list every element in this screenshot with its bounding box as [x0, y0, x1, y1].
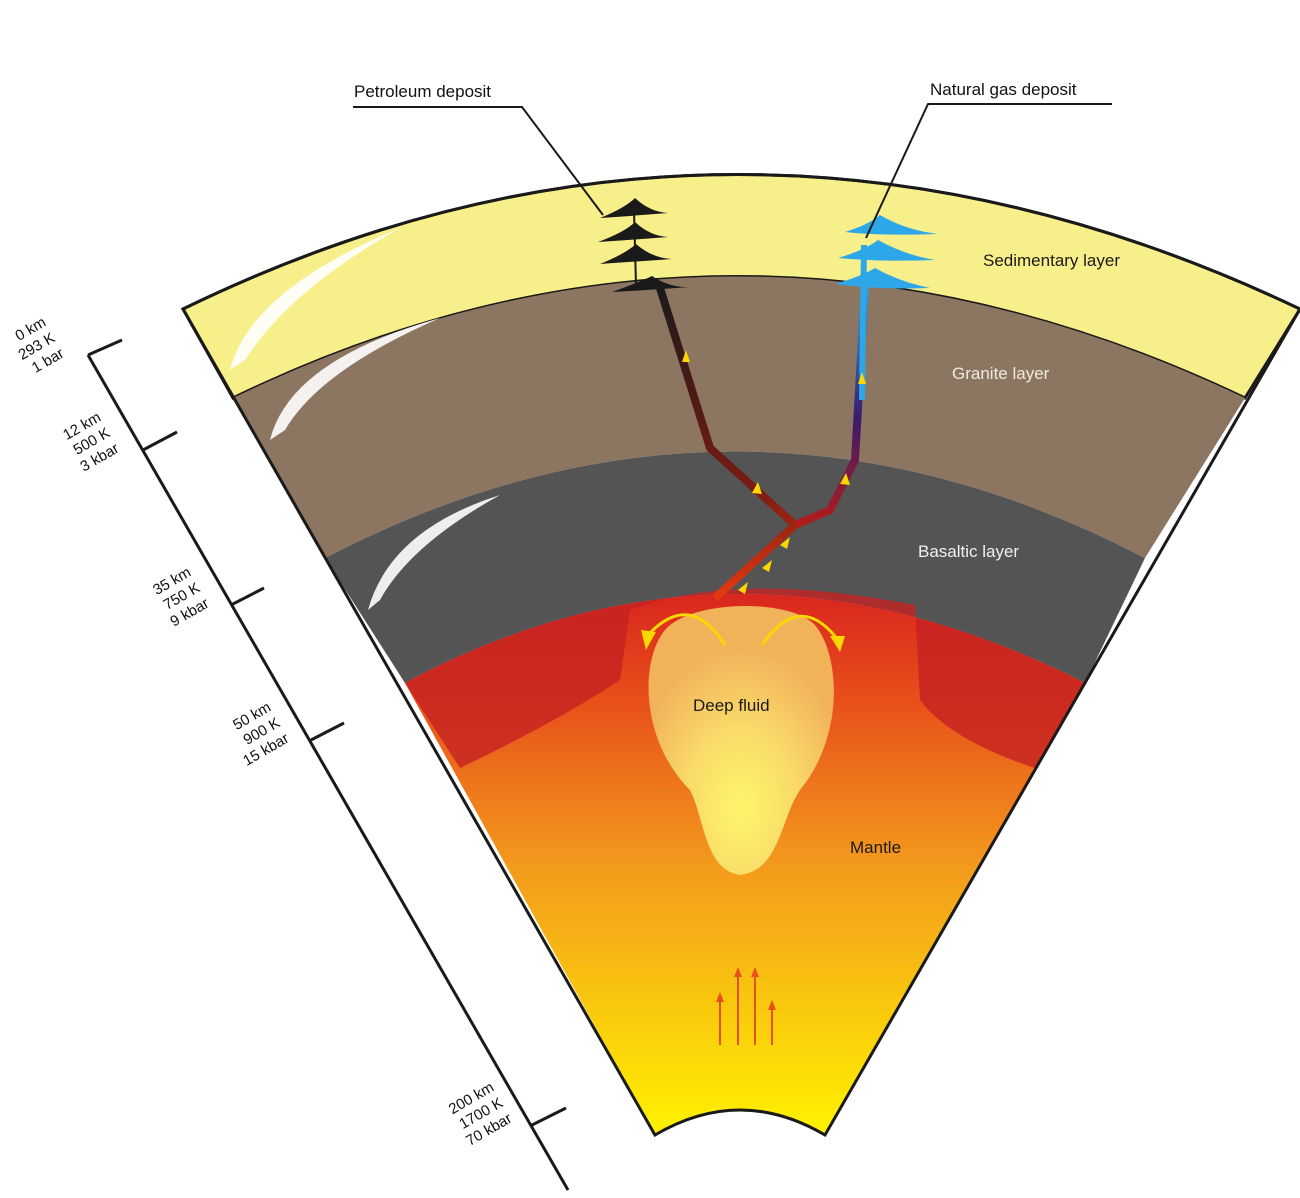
depth-scale-label-12: 12 km 500 K 3 kbar	[60, 409, 122, 476]
depth-tick-0	[87, 338, 123, 357]
deep-fluid-blob	[648, 606, 834, 875]
fan-outline	[180, 173, 1300, 1138]
depth-scale-label-35: 35 km 750 K 9 kbar	[150, 564, 212, 631]
pathway-flow-arrows	[682, 350, 866, 594]
natural-gas-deposits	[835, 215, 938, 289]
basaltic-layer	[325, 451, 1145, 683]
highlight-streak	[230, 228, 400, 370]
sedimentary-label: Sedimentary layer	[983, 251, 1120, 270]
granite-layer	[233, 276, 1245, 558]
granite-label: Granite layer	[952, 364, 1050, 383]
natural-gas-callout-line	[865, 103, 1112, 239]
depth-tick-200	[531, 1106, 567, 1127]
mantle-upflow-arrows	[716, 967, 776, 1045]
petroleum-pathway	[656, 286, 799, 601]
mantle-label: Mantle	[850, 838, 901, 857]
depth-tick-12	[142, 430, 178, 452]
depth-tick-35	[230, 586, 265, 607]
depth-scale-label-50: 50 km 900 K 15 kbar	[230, 699, 292, 770]
petroleum-callout-line	[353, 106, 604, 216]
depth-scale-label-0: 0 km 293 K 1 bar	[12, 314, 67, 377]
deep-fluid-label: Deep fluid	[693, 696, 770, 715]
natural-gas-label: Natural gas deposit	[930, 80, 1077, 99]
depth-scale-label-200: 200 km 1700 K 70 kbar	[446, 1079, 515, 1150]
circulation-arrowhead-right	[830, 636, 845, 652]
upper-mantle-band	[405, 588, 1085, 768]
depth-tick-50	[310, 721, 345, 742]
circulation-arrowhead-left	[641, 630, 656, 650]
depth-scale-axis	[86, 354, 570, 1191]
basaltic-label: Basaltic layer	[918, 542, 1019, 561]
circulation-arrow-right	[760, 614, 840, 646]
petroleum-deposits	[598, 198, 690, 292]
circulation-arrow-left	[646, 613, 727, 646]
petroleum-label: Petroleum deposit	[354, 82, 491, 101]
